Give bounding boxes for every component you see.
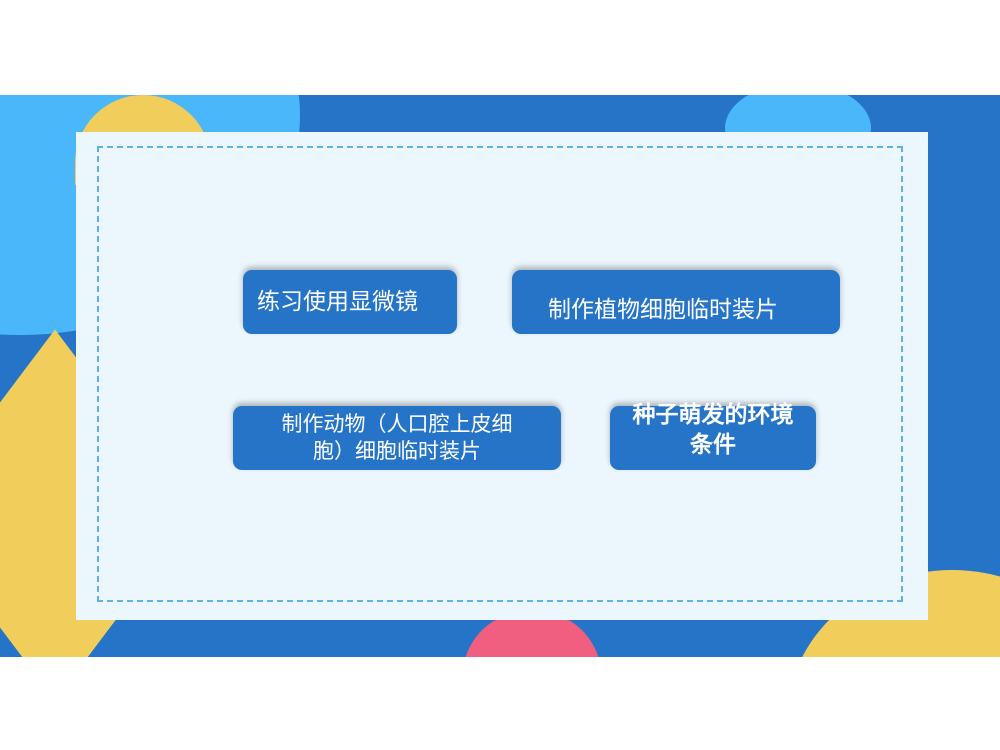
button-label-line2: 胞）细胞临时装片 xyxy=(313,439,481,463)
button-label: 练习使用显微镜 xyxy=(257,289,418,315)
button-label: 制作植物细胞临时装片 xyxy=(548,297,778,323)
button-animal-cell-slide[interactable]: 制作动物（人口腔上皮细 胞）细胞临时装片 xyxy=(233,406,561,470)
button-label-line2: 条件 xyxy=(690,432,736,458)
button-label-line1: 制作动物（人口腔上皮细 xyxy=(281,412,513,436)
button-label-line1: 种子萌发的环境 xyxy=(632,402,794,428)
button-microscope-practice[interactable]: 练习使用显微镜 xyxy=(243,270,457,334)
content-panel xyxy=(76,132,928,620)
button-seed-germination[interactable]: 种子萌发的环境 条件 xyxy=(610,402,816,470)
button-plant-cell-slide[interactable]: 制作植物细胞临时装片 xyxy=(512,270,840,334)
dashed-frame xyxy=(97,146,903,602)
